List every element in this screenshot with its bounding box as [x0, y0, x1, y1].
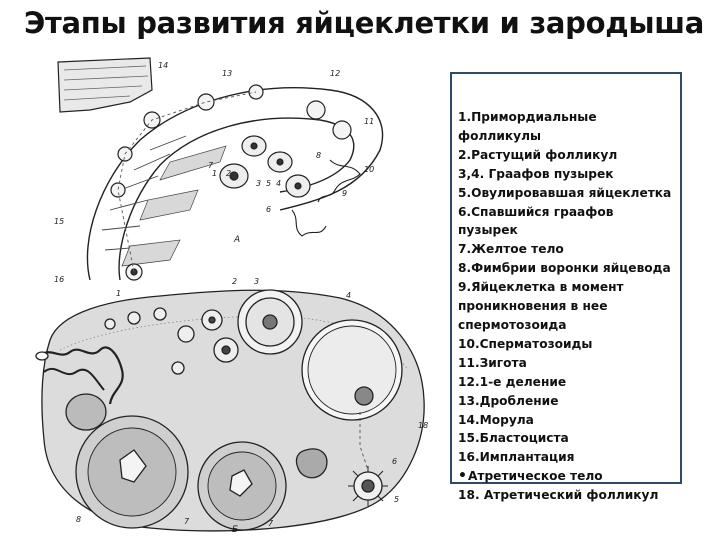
legend-item: 14.Морула [458, 412, 534, 427]
label-11: 11 [364, 117, 374, 126]
label-1: 1 [212, 169, 217, 178]
label-10: 10 [364, 165, 374, 174]
legend-item: 10.Сперматозоиды [458, 336, 593, 351]
panel-a-labels: 14 13 12 11 10 9 8 7 1 2 3 5 4 6 15 16 А [54, 61, 374, 284]
label-b-1: 1 [116, 289, 121, 298]
legend-item: 9.Яйцеклетка в момент [458, 280, 624, 295]
panel-b-ovary [35, 289, 425, 532]
legend-item: 11.Зигота [458, 355, 527, 370]
legend-list: 1.Примордиальные фолликулы 2.Растущий фол… [458, 108, 674, 505]
legend-item: 2.Растущий фолликул [458, 147, 618, 162]
label-2: 2 [226, 169, 231, 178]
label-3: 3 [256, 179, 261, 188]
label-b-7b: 7 [268, 519, 274, 528]
page-title: Этапы развития яйцеклетки и зародыша [24, 6, 705, 40]
legend-item: спермотозоида [458, 317, 567, 332]
legend-item: 13.Дробление [458, 393, 559, 408]
label-14: 14 [158, 61, 168, 70]
legend-item: 3,4. Граафов пузырек [458, 166, 614, 181]
label-b-6: 6 [392, 457, 397, 466]
label-4: 4 [276, 179, 281, 188]
label-8: 8 [316, 151, 321, 160]
label-b-18: 18 [418, 421, 428, 430]
label-b-2: 2 [232, 277, 237, 286]
label-b-7a: 7 [184, 517, 190, 526]
legend-item: 18. Атретический фолликул [458, 488, 659, 503]
label-12: 12 [330, 69, 340, 78]
label-6: 6 [266, 205, 271, 214]
label-b-5: 5 [394, 495, 399, 504]
label-15: 15 [54, 217, 64, 226]
label-5: 5 [266, 179, 271, 188]
legend-item: 15.Бластоциста [458, 431, 569, 446]
legend-item: 6.Спавшийся граафов пузырек [458, 204, 614, 238]
legend-item: 5.Овулировавшая яйцеклетка [458, 185, 672, 200]
legend-item: 8.Фимбрии воронки яйцевода [458, 261, 671, 276]
legend-box: 1.Примордиальные фолликулы 2.Растущий фол… [450, 72, 682, 502]
panel-b-labels: 1 2 3 4 18 6 5 7 7 8 Б [76, 277, 428, 535]
legend-item: 7.Желтое тело [458, 242, 564, 257]
panel-a-letter: А [233, 235, 240, 245]
label-16: 16 [54, 275, 64, 284]
label-b-3: 3 [254, 277, 259, 286]
legend-item: Атретическое тело [458, 467, 674, 486]
ovary-diagram: 14 13 12 11 10 9 8 7 1 2 3 5 4 6 15 16 А [35, 57, 428, 535]
legend-item: 12.1-е деление [458, 374, 567, 389]
label-13: 13 [222, 69, 232, 78]
legend-item: 1.Примордиальные фолликулы [458, 110, 597, 143]
label-b-8: 8 [76, 515, 81, 524]
panel-b-letter: Б [232, 525, 238, 535]
legend-item: 16.Имплантация [458, 450, 575, 465]
panel-a-oviduct [57, 57, 384, 281]
legend-item: проникновения в нее [458, 299, 608, 314]
label-b-4: 4 [346, 291, 351, 300]
label-9: 9 [342, 189, 347, 198]
label-7: 7 [208, 161, 214, 170]
